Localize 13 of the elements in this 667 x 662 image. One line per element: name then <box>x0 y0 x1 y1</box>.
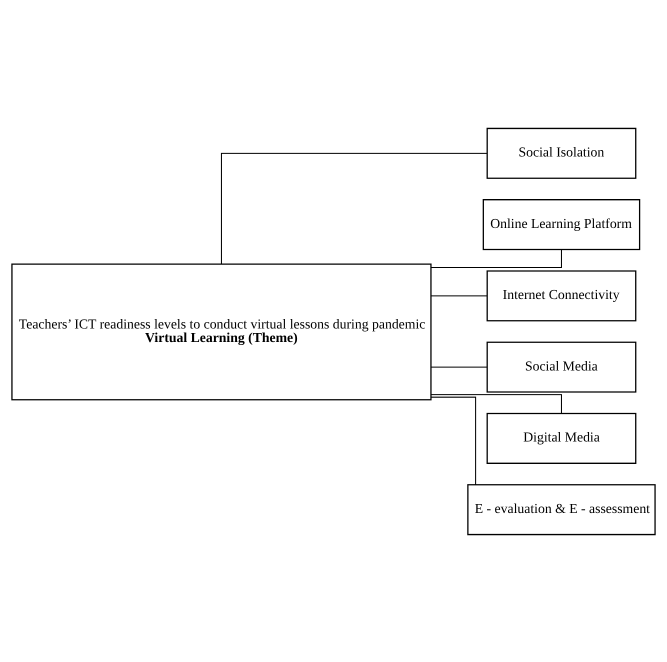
node-box: Social Media <box>486 341 636 392</box>
node-box: Teachers’ ICT readiness levels to conduct virtual lessons during pandemic Virtual Learning (Theme) <box>11 262 432 400</box>
connector <box>430 394 562 413</box>
connector <box>430 294 487 296</box>
node-box: Internet Connectivity <box>486 270 636 321</box>
connector <box>431 396 476 484</box>
connector <box>430 249 562 268</box>
node-box: E - evaluation & E - assessment <box>467 484 656 535</box>
node-box: Social Isolation <box>486 127 636 178</box>
connector <box>430 366 487 368</box>
connector <box>220 152 487 264</box>
node-box: Digital Media <box>486 412 636 464</box>
node-box: Online Learning Platform <box>482 198 640 250</box>
